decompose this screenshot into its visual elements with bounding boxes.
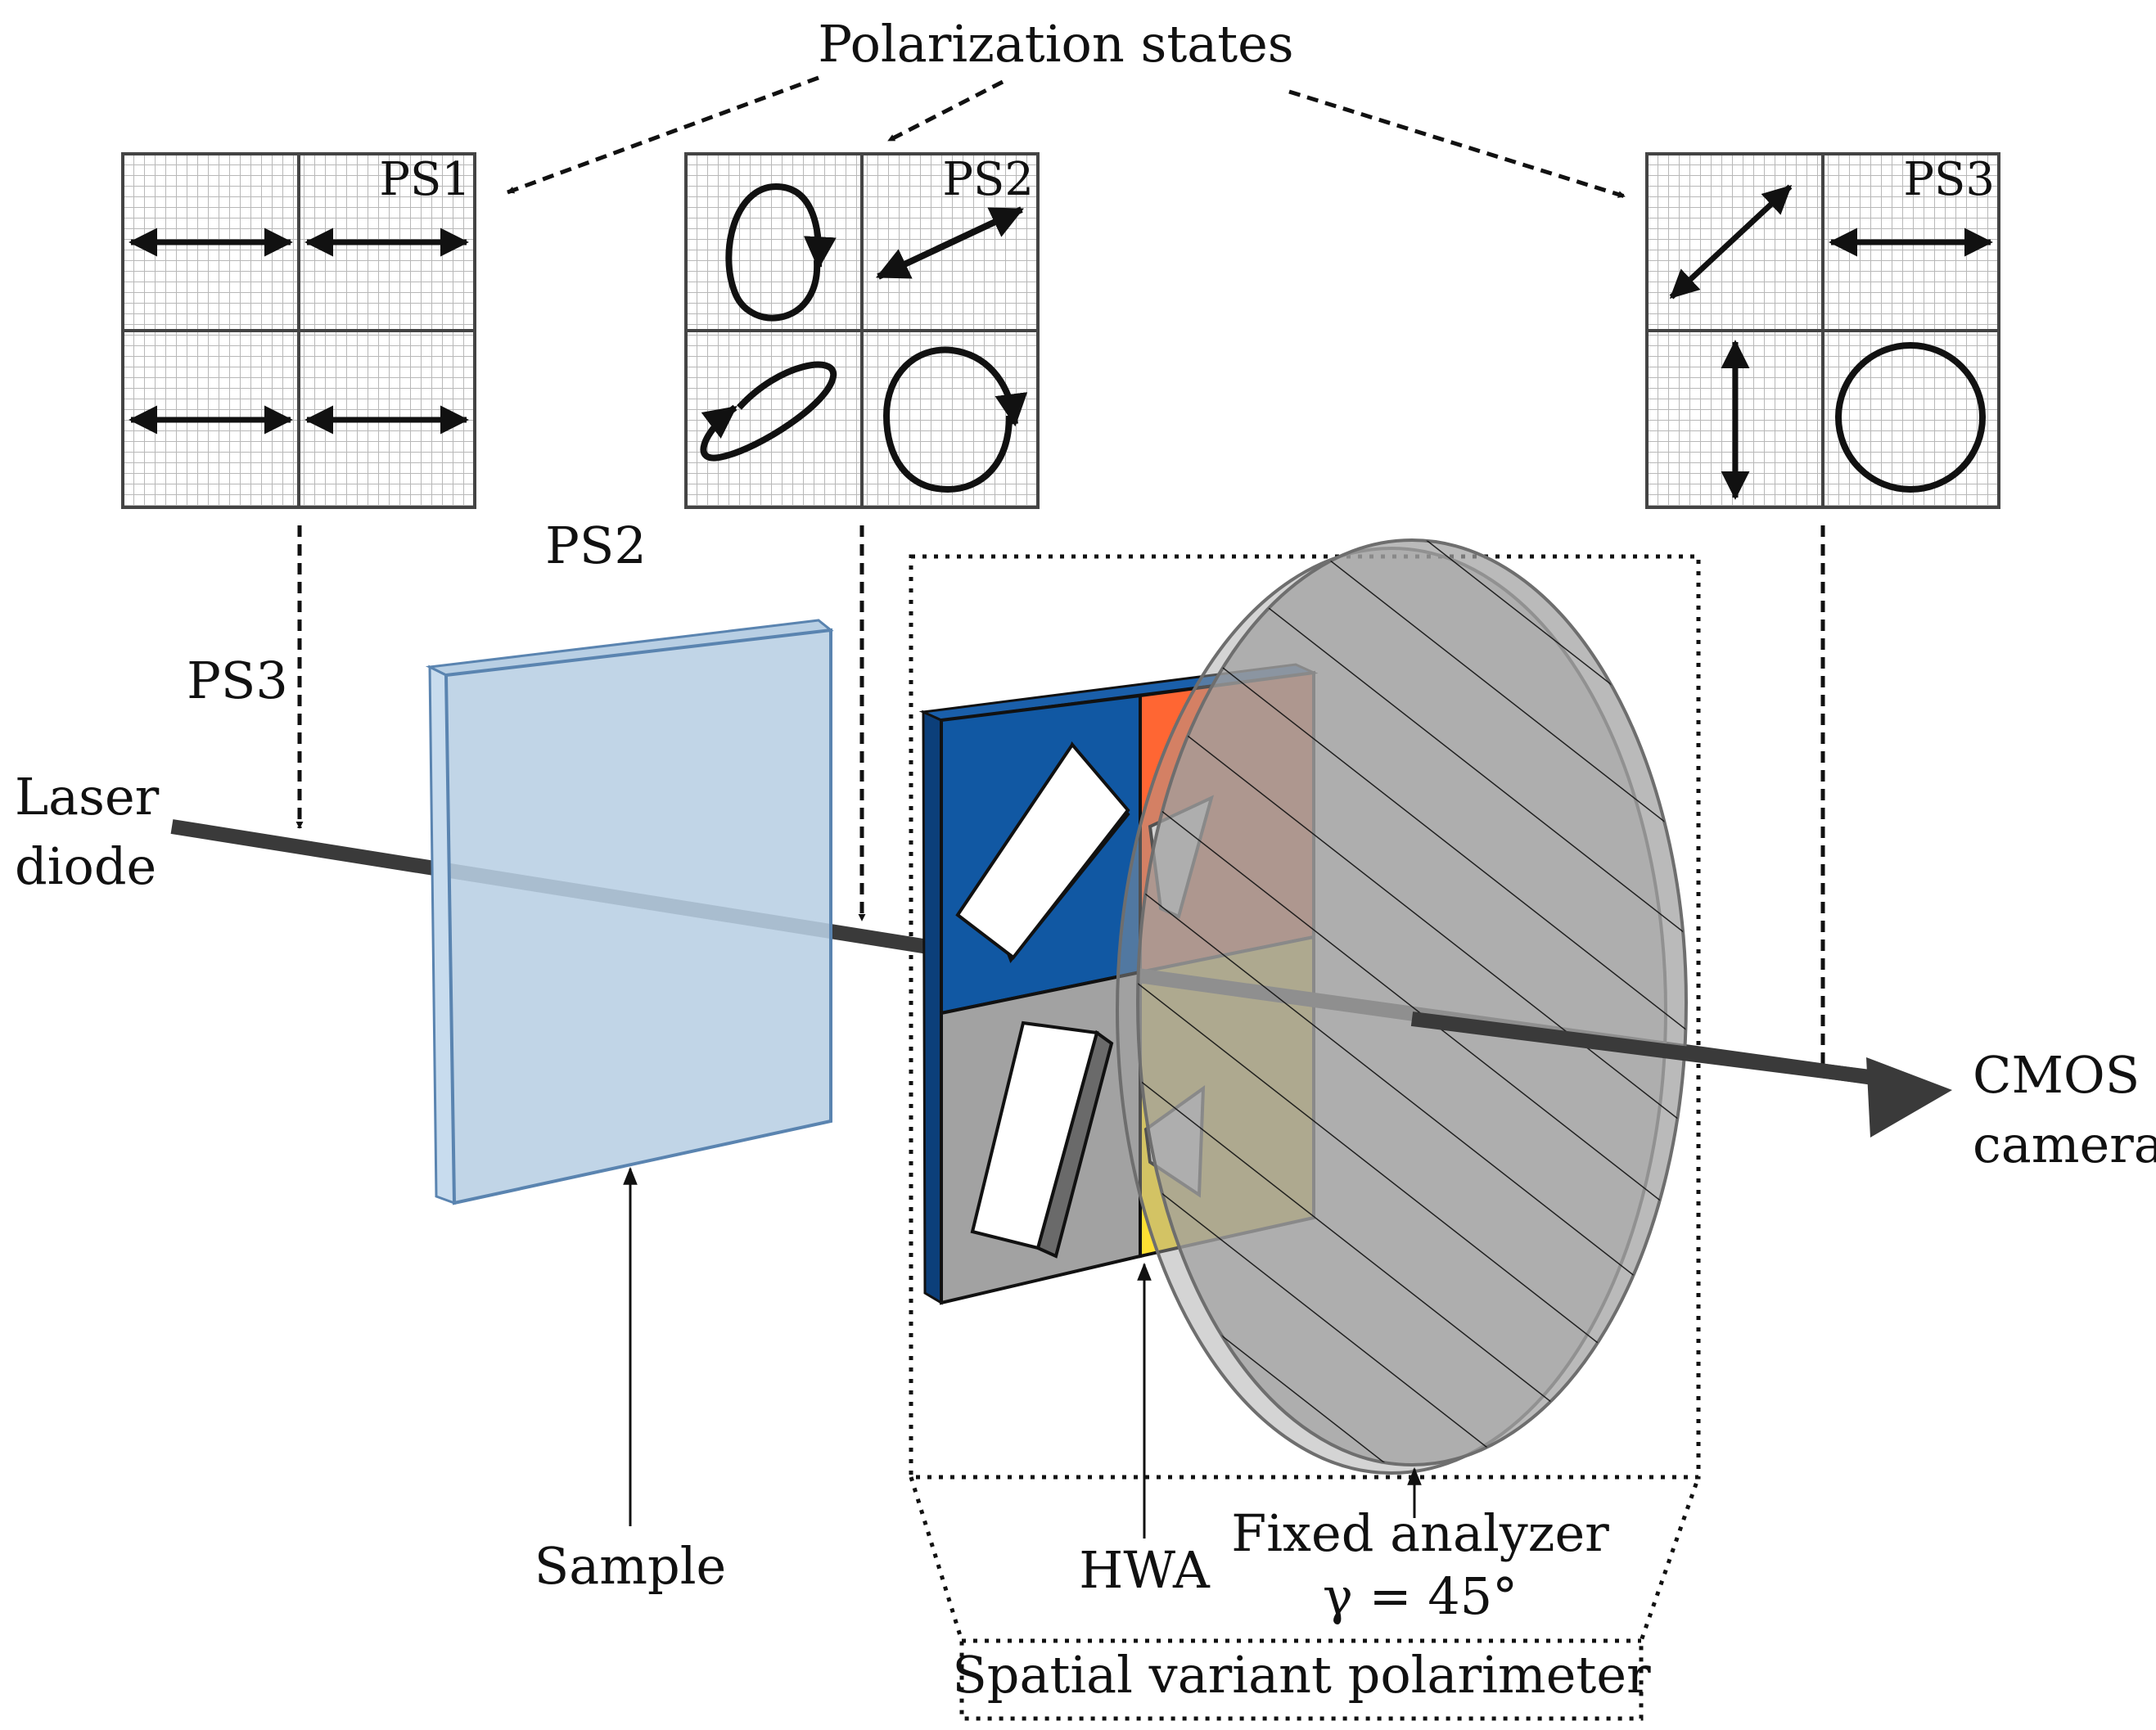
beam-arrowhead bbox=[1866, 1057, 1952, 1138]
ps3-side-label: PS3 bbox=[187, 651, 288, 710]
circle-icon bbox=[1835, 342, 1986, 493]
cmos-label-line2: camera bbox=[1973, 1115, 2156, 1174]
hwa-side bbox=[922, 710, 943, 1305]
beam-to-camera bbox=[1410, 1011, 1952, 1138]
fixed-analyzer-label: Fixed analyzer bbox=[1231, 1503, 1609, 1563]
ps1-label: PS1 bbox=[379, 153, 471, 206]
pointer-to-ps3 bbox=[1288, 89, 1626, 199]
polarimeter-box bbox=[909, 554, 1701, 1721]
fixed-analyzer bbox=[1116, 538, 1688, 1475]
cmos-label-line1: CMOS bbox=[1973, 1045, 2140, 1105]
ps2-panel: PS2 bbox=[684, 152, 1040, 509]
spatial-polarimeter-label: Spatial variant polarimeter bbox=[952, 1645, 1651, 1705]
circle-arrow-icon bbox=[882, 346, 1028, 493]
ps2-side-label: PS2 bbox=[545, 516, 647, 575]
ellipse-arrow-icon bbox=[700, 361, 837, 462]
sample-plate bbox=[425, 619, 834, 1205]
pointer-to-ps2 bbox=[886, 79, 1004, 143]
ellipse-arrow-icon bbox=[725, 182, 837, 322]
laser-label-line1: Laser bbox=[15, 767, 160, 827]
double-arrow-diagonal-icon bbox=[1669, 184, 1793, 300]
dashed-pointers bbox=[295, 75, 1827, 1073]
ps3-label: PS3 bbox=[1903, 153, 1995, 206]
sample-label: Sample bbox=[534, 1536, 726, 1596]
ps2-label: PS2 bbox=[942, 153, 1034, 206]
hwa-label: HWA bbox=[1079, 1540, 1211, 1600]
polarization-states-title: Polarization states bbox=[818, 14, 1293, 74]
ps3-panel: PS3 bbox=[1645, 152, 2000, 509]
laser-label-line2: diode bbox=[15, 836, 156, 896]
double-arrow-diagonal-icon bbox=[875, 206, 1025, 280]
ps1-panel: PS1 bbox=[121, 152, 476, 509]
gamma-label: γ = 45° bbox=[1323, 1566, 1518, 1626]
